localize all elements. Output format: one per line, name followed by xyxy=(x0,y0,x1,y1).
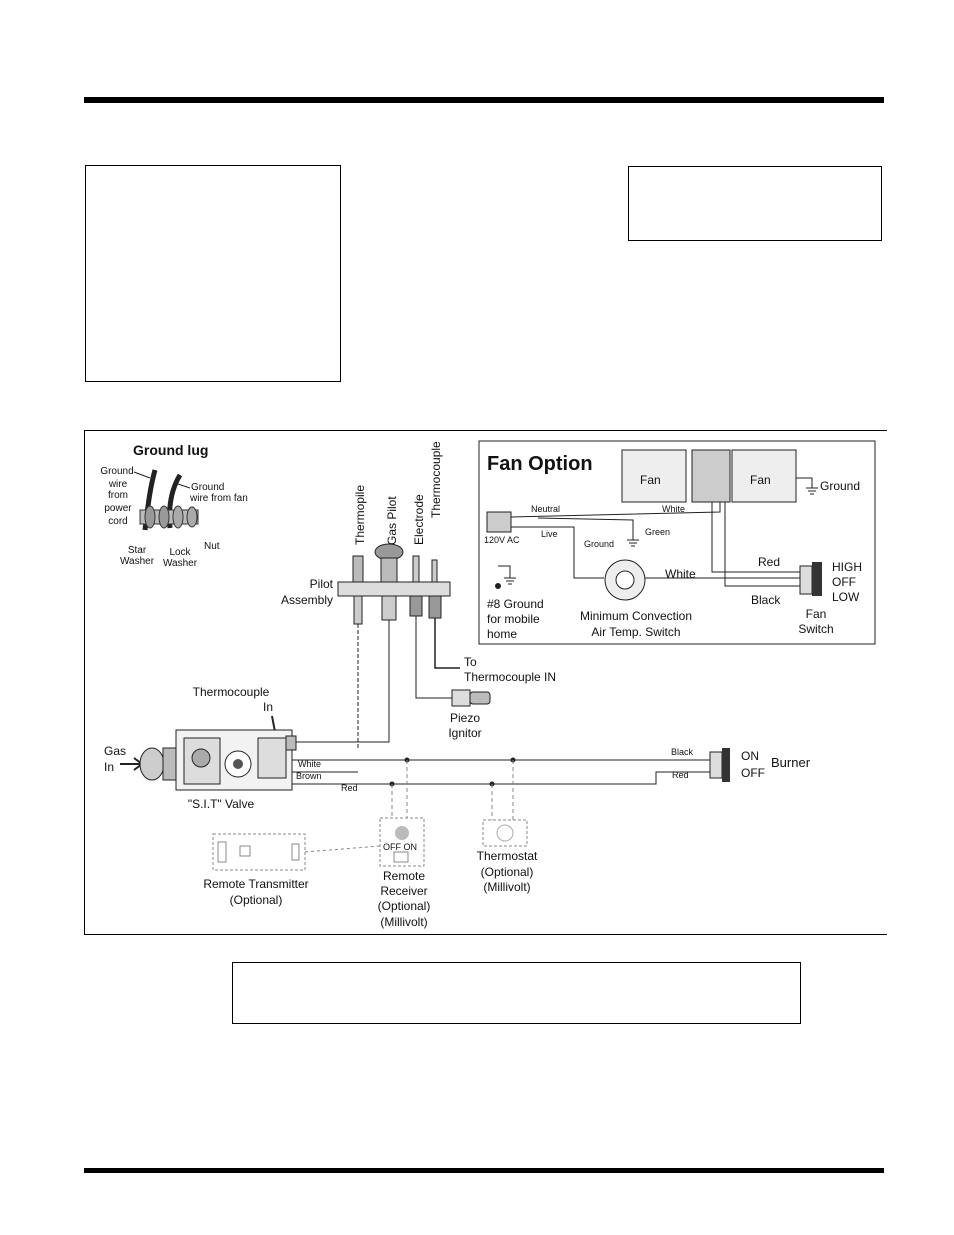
svg-text:Red: Red xyxy=(758,555,780,569)
svg-text:"S.I.T" Valve: "S.I.T" Valve xyxy=(188,797,255,811)
svg-text:White: White xyxy=(662,504,685,514)
svg-text:Black: Black xyxy=(751,593,781,607)
svg-text:Thermocouple: Thermocouple xyxy=(429,441,443,518)
svg-text:HIGH: HIGH xyxy=(832,560,862,574)
svg-text:Remote: Remote xyxy=(383,869,425,883)
svg-text:120V AC: 120V AC xyxy=(484,535,520,545)
svg-text:Fan: Fan xyxy=(750,473,771,487)
svg-text:Assembly: Assembly xyxy=(281,593,333,607)
svg-text:Electrode: Electrode xyxy=(412,494,426,545)
svg-text:OFF ON: OFF ON xyxy=(383,842,417,852)
svg-text:Piezo: Piezo xyxy=(450,711,480,725)
svg-text:White: White xyxy=(298,759,321,769)
svg-text:Minimum Convection: Minimum Convection xyxy=(580,609,692,623)
svg-text:wire from fan: wire from fan xyxy=(189,493,248,504)
svg-text:White: White xyxy=(665,567,696,581)
svg-text:Thermocouple IN: Thermocouple IN xyxy=(464,670,556,684)
svg-text:Fan: Fan xyxy=(806,607,827,621)
svg-text:Fan: Fan xyxy=(640,473,661,487)
bottom-caption-box xyxy=(232,962,801,1024)
svg-text:Ground: Ground xyxy=(100,466,133,477)
svg-text:Washer: Washer xyxy=(163,558,198,569)
svg-text:ON: ON xyxy=(741,749,759,763)
svg-text:cord: cord xyxy=(108,516,127,527)
svg-text:power: power xyxy=(104,503,132,514)
sit-valve: Thermocouple In Gas In "S.I.T" Valve Whi… xyxy=(104,685,358,811)
svg-text:Gas Pilot: Gas Pilot xyxy=(385,496,399,545)
accessories: Remote Transmitter (Optional) OFF ON Rem… xyxy=(203,760,538,929)
svg-text:Washer: Washer xyxy=(120,556,155,567)
svg-text:home: home xyxy=(487,627,517,641)
fan-option: Fan Option Fan Fan Ground 120V AC Neutra… xyxy=(478,440,876,645)
svg-text:OFF: OFF xyxy=(741,766,765,780)
svg-text:Black: Black xyxy=(671,747,694,757)
svg-text:Red: Red xyxy=(672,770,689,780)
svg-text:(Millivolt): (Millivolt) xyxy=(483,880,530,894)
bottom-rule xyxy=(84,1168,884,1173)
ground-lug-title: Ground lug xyxy=(133,442,208,458)
svg-text:Pilot: Pilot xyxy=(310,577,334,591)
svg-text:Ignitor: Ignitor xyxy=(448,726,481,740)
top-rule xyxy=(84,97,884,103)
svg-text:LOW: LOW xyxy=(832,590,860,604)
svg-text:OFF: OFF xyxy=(832,575,856,589)
svg-text:#8 Ground: #8 Ground xyxy=(487,597,544,611)
svg-text:Brown: Brown xyxy=(296,771,322,781)
svg-text:(Optional): (Optional) xyxy=(481,865,534,879)
svg-text:Air Temp. Switch: Air Temp. Switch xyxy=(591,625,680,639)
svg-text:Red: Red xyxy=(341,783,358,793)
svg-text:In: In xyxy=(263,700,273,714)
pilot-assembly: Thermopile Gas Pilot Electrode Thermocou… xyxy=(281,441,556,748)
svg-text:Ground: Ground xyxy=(584,539,614,549)
burner-circuit: Black Red ON OFF Burner xyxy=(292,747,811,787)
svg-text:Ground: Ground xyxy=(191,482,224,493)
svg-text:Green: Green xyxy=(645,527,670,537)
svg-text:(Optional): (Optional) xyxy=(230,893,283,907)
svg-text:Live: Live xyxy=(541,529,558,539)
svg-text:Thermopile: Thermopile xyxy=(353,485,367,545)
svg-text:Ground: Ground xyxy=(820,479,860,493)
svg-text:from: from xyxy=(108,490,128,501)
svg-text:(Millivolt): (Millivolt) xyxy=(380,915,427,929)
right-callout-box xyxy=(628,166,882,241)
svg-text:wire: wire xyxy=(108,479,128,490)
svg-text:Switch: Switch xyxy=(798,622,833,636)
svg-text:In: In xyxy=(104,760,114,774)
svg-text:Burner: Burner xyxy=(771,755,811,770)
svg-text:Gas: Gas xyxy=(104,744,126,758)
svg-text:To: To xyxy=(464,655,477,669)
svg-text:Neutral: Neutral xyxy=(531,504,560,514)
svg-text:Remote Transmitter: Remote Transmitter xyxy=(203,877,308,891)
svg-text:Star: Star xyxy=(128,545,147,556)
left-callout-box xyxy=(85,165,341,382)
svg-text:Thermocouple: Thermocouple xyxy=(193,685,270,699)
svg-text:Receiver: Receiver xyxy=(380,884,427,898)
fan-option-title: Fan Option xyxy=(487,453,593,475)
svg-text:Thermostat: Thermostat xyxy=(477,849,538,863)
ground-lug: Ground lug Ground wire from power cord G… xyxy=(100,442,247,569)
svg-text:for mobile: for mobile xyxy=(487,612,540,626)
svg-text:Nut: Nut xyxy=(204,541,220,552)
svg-text:(Optional): (Optional) xyxy=(378,899,431,913)
svg-text:Lock: Lock xyxy=(169,547,191,558)
